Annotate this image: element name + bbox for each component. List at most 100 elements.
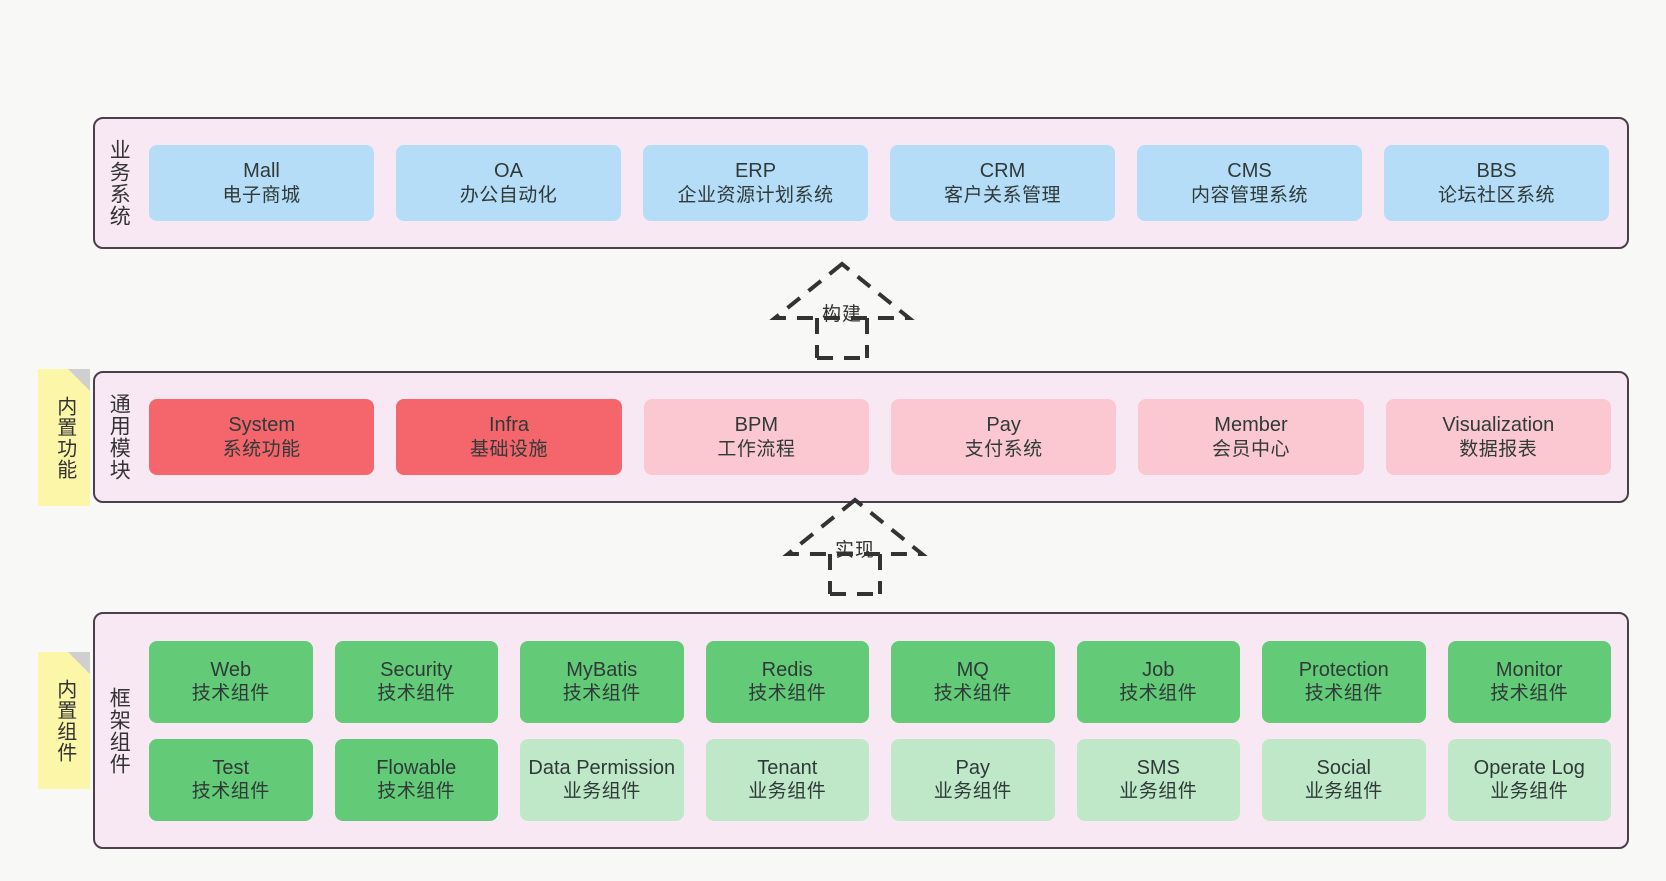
card-title-cn: 业务组件 bbox=[1490, 781, 1569, 803]
card-title-cn: 技术组件 bbox=[1119, 683, 1198, 705]
card-title-cn: 业务组件 bbox=[1304, 781, 1383, 803]
card-title-en: Security bbox=[380, 658, 453, 681]
card-title-en: Visualization bbox=[1442, 414, 1555, 437]
card-title-cn: 工作流程 bbox=[717, 438, 796, 460]
card-title-en: OA bbox=[494, 160, 523, 183]
card-title-cn: 技术组件 bbox=[191, 683, 270, 705]
card-title-en: Protection bbox=[1298, 658, 1389, 681]
arrow-shaft bbox=[828, 554, 882, 596]
note-builtin-components: 内置组件 bbox=[38, 652, 90, 789]
common-layer-title: 通用模块 bbox=[107, 393, 131, 481]
card-title-en: Mall bbox=[243, 160, 280, 183]
card-title-en: Member bbox=[1214, 414, 1288, 437]
card-title-en: SMS bbox=[1136, 756, 1180, 779]
card-title-en: Redis bbox=[761, 658, 813, 681]
card-title-cn: 办公自动化 bbox=[459, 184, 558, 206]
note-builtin-features: 内置功能 bbox=[38, 369, 90, 506]
card-title-cn: 支付系统 bbox=[964, 438, 1043, 460]
card-title-en: MQ bbox=[956, 658, 989, 681]
implement-arrow: 实现 bbox=[770, 494, 940, 596]
card-title-cn: 技术组件 bbox=[377, 781, 456, 803]
card-title-en: ERP bbox=[734, 160, 777, 183]
card-title-cn: 技术组件 bbox=[562, 683, 641, 705]
card-title-en: System bbox=[228, 414, 295, 437]
card-title-en: Job bbox=[1142, 658, 1175, 681]
card-title-cn: 技术组件 bbox=[1304, 683, 1383, 705]
card-title-cn: 系统功能 bbox=[222, 438, 301, 460]
card-title-en: Pay bbox=[986, 414, 1021, 437]
card-title-en: Infra bbox=[488, 414, 529, 437]
arrow-shaft bbox=[815, 318, 869, 360]
card-title-cn: 业务组件 bbox=[748, 781, 827, 803]
build-arrow-label: 构建 bbox=[821, 304, 862, 325]
build-arrow: 构建 bbox=[757, 258, 927, 360]
card-title-cn: 技术组件 bbox=[191, 781, 270, 803]
card-title-en: Data Permission bbox=[528, 756, 676, 779]
card-title-cn: 技术组件 bbox=[933, 683, 1012, 705]
card-title-cn: 企业资源计划系统 bbox=[677, 184, 834, 206]
card-title-cn: 业务组件 bbox=[933, 781, 1012, 803]
note-builtin-features-label: 内置功能 bbox=[53, 395, 76, 480]
business-layer-title: 业务系统 bbox=[107, 139, 131, 227]
card-title-en: Flowable bbox=[376, 756, 457, 779]
card-title-cn: 业务组件 bbox=[562, 781, 641, 803]
card-title-cn: 基础设施 bbox=[469, 438, 548, 460]
card-title-cn: 业务组件 bbox=[1119, 781, 1198, 803]
card-title-en: CMS bbox=[1227, 160, 1272, 183]
card-title-cn: 技术组件 bbox=[377, 683, 456, 705]
card-title-en: Test bbox=[212, 756, 250, 779]
card-title-en: MyBatis bbox=[566, 658, 638, 681]
card-title-cn: 数据报表 bbox=[1459, 438, 1538, 460]
card-title-cn: 会员中心 bbox=[1211, 438, 1290, 460]
implement-arrow-label: 实现 bbox=[834, 540, 875, 561]
card-title-en: Pay bbox=[955, 756, 990, 779]
card-title-cn: 客户关系管理 bbox=[943, 184, 1061, 206]
card-title-cn: 技术组件 bbox=[1490, 683, 1569, 705]
card-title-cn: 内容管理系统 bbox=[1190, 184, 1308, 206]
card-title-en: Operate Log bbox=[1473, 756, 1585, 779]
card-title-en: CRM bbox=[979, 160, 1026, 183]
card-title-en: BPM bbox=[734, 414, 778, 437]
framework-layer-title: 框架组件 bbox=[107, 686, 131, 775]
card-title-en: Tenant bbox=[757, 756, 818, 779]
card-title-cn: 电子商城 bbox=[222, 184, 301, 206]
card-title-en: Monitor bbox=[1495, 658, 1563, 681]
card-title-en: BBS bbox=[1476, 160, 1517, 183]
